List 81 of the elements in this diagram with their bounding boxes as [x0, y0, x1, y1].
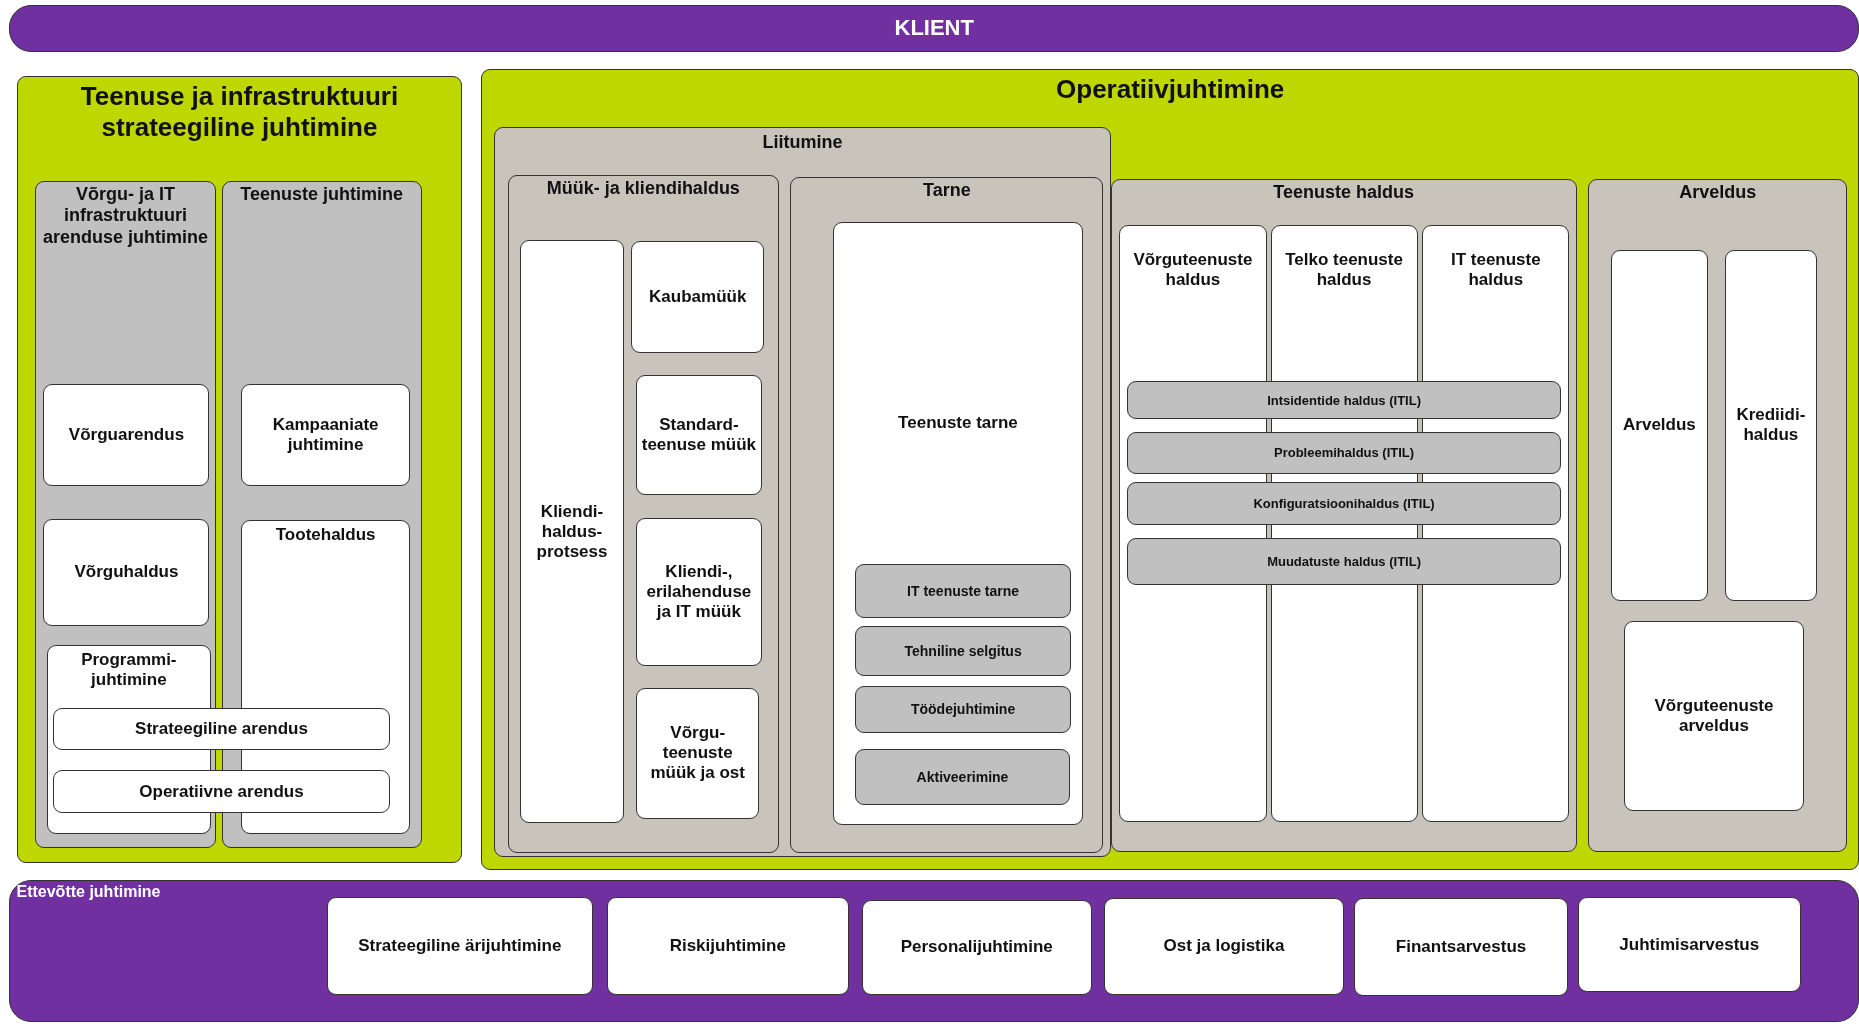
- box-label: Muudatuste haldus (ITIL): [1267, 553, 1421, 570]
- box-label: Telko teenuste haldus: [1284, 249, 1404, 290]
- process-box: [636, 517, 762, 666]
- box-label: Tootehaldus: [275, 525, 376, 546]
- group-panel: [1110, 178, 1577, 853]
- process-box: [855, 685, 1071, 734]
- process-box: [1623, 620, 1805, 811]
- box-label: Võrguteenuste arveldus: [1653, 695, 1775, 736]
- group-panel: [16, 75, 463, 864]
- group-heading: Teenuste juhtimine: [240, 184, 403, 206]
- process-box: [1127, 432, 1562, 474]
- process-box: [43, 518, 210, 626]
- process-box: [1577, 897, 1801, 993]
- box-label: Võrguarendus: [68, 424, 185, 445]
- process-box: [9, 4, 1859, 53]
- box-label: Probleemihaldus (ITIL): [1274, 445, 1415, 461]
- group-panel: [790, 177, 1104, 854]
- process-box: [855, 748, 1070, 806]
- box-label: Krediidi- haldus: [1735, 405, 1807, 446]
- group-heading: Arveldus: [1679, 181, 1757, 204]
- group-panel: [508, 175, 779, 854]
- process-box: [636, 375, 762, 495]
- process-box: [43, 383, 210, 486]
- group-panel: [494, 126, 1111, 857]
- process-box: [327, 897, 593, 995]
- group-heading: Teenuse ja infrastruktuuri strateegiline juhtimine: [79, 80, 400, 143]
- box-label: Töödejuhtimine: [910, 701, 1016, 718]
- group-heading: Liitumine: [762, 131, 843, 153]
- box-label: IT teenuste haldus: [1449, 249, 1542, 290]
- process-box: [1127, 482, 1562, 525]
- box-label: Võrguteenuste haldus: [1132, 249, 1254, 290]
- group-heading: Tarne: [923, 180, 971, 202]
- process-box: [53, 770, 390, 814]
- process-box: [606, 897, 849, 995]
- box-label: Juhtimisarvestus: [1619, 934, 1760, 955]
- box-label: Kliendi- haldus- protsess: [535, 501, 609, 562]
- box-label: Kliendi-, erilahenduse ja IT müük: [645, 561, 753, 622]
- box-label: Intsidentide haldus (ITIL): [1267, 392, 1421, 408]
- box-label: Kampaaniate juhtimine: [271, 414, 380, 455]
- group-heading: Müük- ja kliendihaldus: [546, 178, 740, 200]
- box-label: Finantsarvestus: [1395, 937, 1527, 958]
- box-label: Võrguhaldus: [74, 562, 179, 583]
- box-label: Personalijuhtimine: [900, 937, 1053, 958]
- box-label: Strateegiline ärijuhtimine: [358, 935, 562, 956]
- box-label: Programmi- juhtimine: [80, 649, 178, 690]
- group-heading: Võrgu- ja IT infrastruktuuri arenduse juhtimine: [42, 184, 209, 248]
- group-panel: [1588, 178, 1847, 853]
- group-heading: Teenuste haldus: [1273, 181, 1414, 204]
- group-heading: Ettevõtte juhtimine: [16, 882, 161, 902]
- process-box: [1127, 537, 1562, 586]
- box-label: Arveldus: [1623, 415, 1696, 436]
- process-box: [636, 688, 760, 819]
- process-box: [519, 240, 625, 824]
- process-box: [861, 899, 1092, 995]
- box-label: KLIENT: [894, 15, 974, 42]
- process-box: [631, 241, 765, 353]
- box-label: Võrgu- teenuste müük ja ost: [649, 723, 746, 784]
- process-box: [855, 626, 1071, 677]
- process-box: [1610, 249, 1708, 601]
- box-label: Konfiguratsioonihaldus (ITIL): [1253, 495, 1435, 512]
- process-box: [53, 707, 390, 751]
- process-box: [1103, 898, 1345, 995]
- box-label: Ost ja logistika: [1163, 936, 1285, 957]
- box-label: IT teenuste tarne: [907, 582, 1020, 600]
- group-panel: [481, 68, 1859, 871]
- process-box: [1127, 381, 1562, 420]
- box-label: Strateegiline arendus: [135, 718, 308, 739]
- group-panel: [9, 879, 1859, 1022]
- box-label: Operatiivne arendus: [139, 781, 304, 802]
- process-box: [241, 383, 410, 486]
- process-box: [855, 563, 1071, 619]
- process-box: [1353, 898, 1569, 996]
- box-label: Kaubamüük: [649, 286, 747, 307]
- box-label: Riskijuhtimine: [669, 935, 786, 956]
- group-heading: Teenuste tarne: [898, 413, 1018, 434]
- group-panel: [832, 222, 1084, 825]
- box-label: Tehniline selgitus: [904, 643, 1022, 660]
- group-heading: Operatiivjuhtimine: [1056, 73, 1285, 105]
- process-box: [1724, 249, 1818, 601]
- box-label: Aktiveerimine: [916, 768, 1009, 786]
- box-label: Standard- teenuse müük: [641, 415, 757, 456]
